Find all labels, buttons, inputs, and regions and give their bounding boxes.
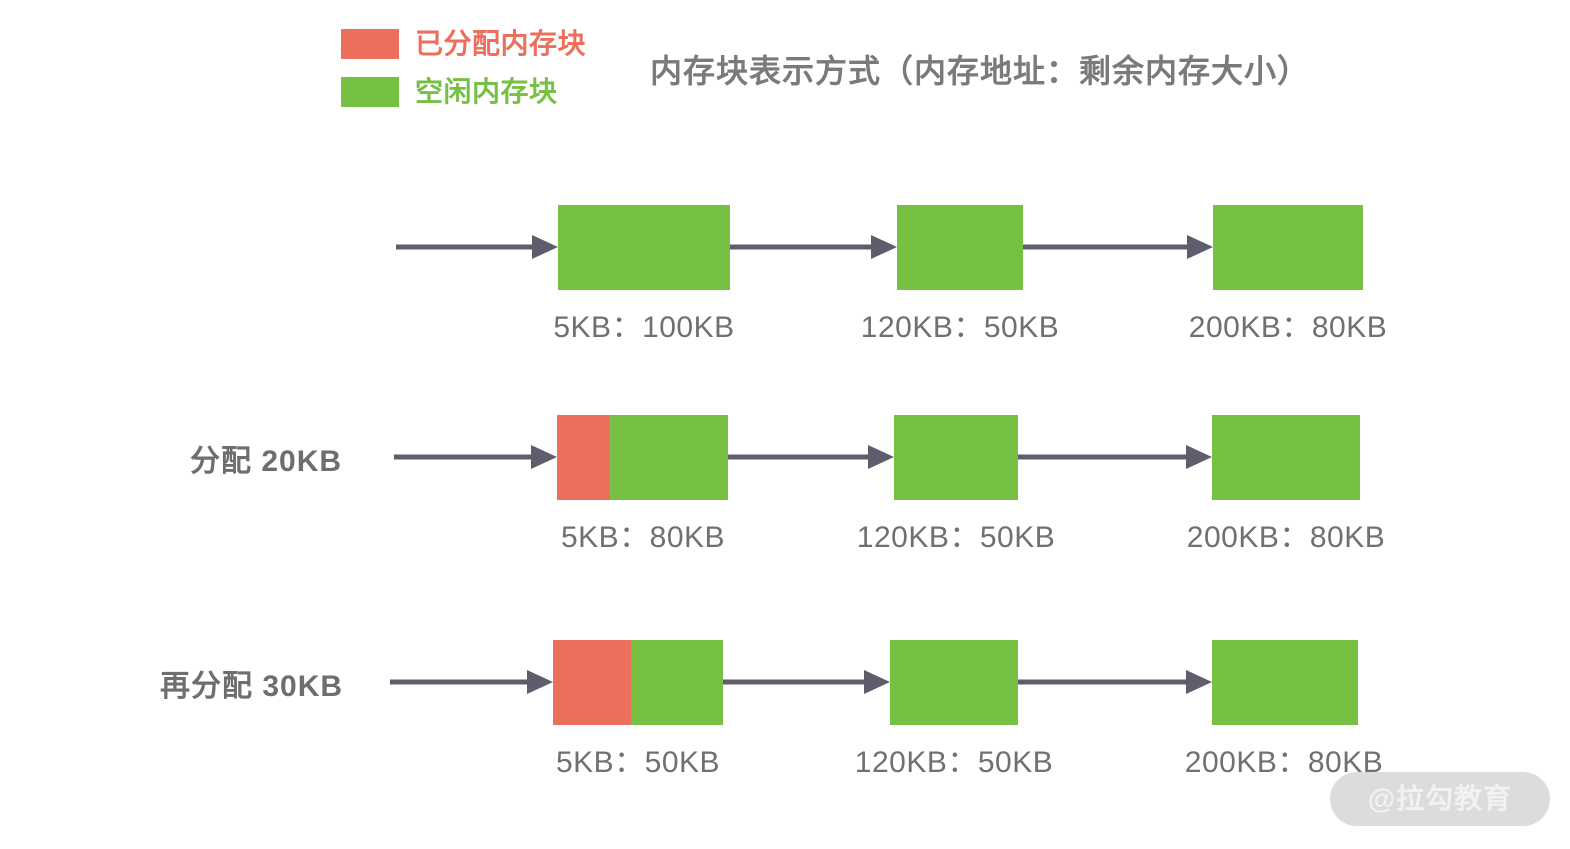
memory-block-row2-1	[557, 415, 728, 500]
arrow-row1-1-to-2-icon	[730, 235, 897, 259]
legend: 已分配内存块 空闲内存块	[341, 26, 586, 122]
caption-row1-2: 120KB：50KB	[860, 311, 1060, 344]
caption-row2-1: 5KB：80KB	[560, 521, 726, 554]
segment-free	[897, 205, 1023, 290]
segment-free	[610, 415, 728, 500]
memory-block-row1-1	[558, 205, 730, 290]
arrow-head-row3-block1-icon	[390, 670, 553, 694]
row-action-label-reallocate-30kb: 再分配 30KB	[160, 670, 344, 703]
memory-block-row1-2	[897, 205, 1023, 290]
watermark-text: @拉勾教育	[1367, 783, 1513, 814]
arrow-row3-2-to-3-icon	[1018, 670, 1212, 694]
memory-block-row3-2	[890, 640, 1018, 725]
segment-used	[553, 640, 632, 725]
segment-free	[631, 640, 723, 725]
caption-row3-1: 5KB：50KB	[555, 746, 721, 779]
segment-used	[557, 415, 610, 500]
legend-item-free: 空闲内存块	[341, 74, 586, 110]
segment-free	[894, 415, 1018, 500]
caption-row2-2: 120KB：50KB	[856, 521, 1056, 554]
legend-swatch-allocated-icon	[341, 29, 399, 59]
memory-block-row1-3	[1213, 205, 1363, 290]
page-title: 内存块表示方式（内存地址：剩余内存大小）	[650, 53, 1311, 89]
caption-row2-3: 200KB：80KB	[1186, 521, 1386, 554]
arrow-head-row1-block1-icon	[396, 235, 558, 259]
legend-item-allocated: 已分配内存块	[341, 26, 586, 62]
segment-free	[1212, 415, 1360, 500]
legend-label-free: 空闲内存块	[415, 76, 558, 107]
memory-block-row2-2	[894, 415, 1018, 500]
watermark-badge: @拉勾教育	[1330, 772, 1550, 826]
caption-row3-2: 120KB：50KB	[854, 746, 1054, 779]
segment-free	[1212, 640, 1358, 725]
segment-free	[890, 640, 1018, 725]
memory-block-row2-3	[1212, 415, 1360, 500]
memory-block-row3-1	[553, 640, 723, 725]
arrow-row2-2-to-3-icon	[1018, 445, 1212, 469]
segment-free	[1213, 205, 1363, 290]
arrow-row3-1-to-2-icon	[723, 670, 890, 694]
arrow-head-row2-block1-icon	[394, 445, 557, 469]
caption-row1-1: 5KB：100KB	[553, 311, 735, 344]
arrow-row2-1-to-2-icon	[728, 445, 894, 469]
row-action-label-allocate-20kb: 分配 20KB	[190, 445, 343, 478]
caption-row1-3: 200KB：80KB	[1188, 311, 1388, 344]
segment-free	[558, 205, 730, 290]
legend-swatch-free-icon	[341, 77, 399, 107]
legend-label-allocated: 已分配内存块	[415, 28, 587, 59]
arrow-row1-2-to-3-icon	[1023, 235, 1213, 259]
memory-block-row3-3	[1212, 640, 1358, 725]
